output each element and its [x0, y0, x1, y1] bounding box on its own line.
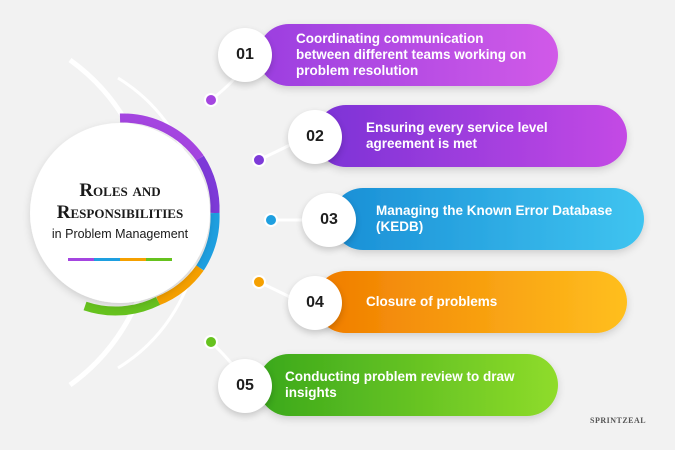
center-title-line1: Roles and: [79, 180, 161, 201]
dot-05: [204, 335, 218, 349]
center-label: Roles and Responsibilities in Problem Ma…: [40, 180, 200, 241]
pill-05: [258, 354, 558, 416]
center-ring: [83, 113, 220, 316]
item-text-05: Conducting problem review to draw insigh…: [285, 369, 515, 400]
number-badge-04: 04: [288, 276, 342, 330]
dot-01: [204, 93, 218, 107]
number-badge-01: 01: [218, 28, 272, 82]
brand-logo: SPRINTZEAL: [590, 416, 647, 425]
number-badge-05: 05: [218, 359, 272, 413]
pill-01: [258, 24, 558, 86]
dot-04: [252, 275, 266, 289]
item-text-04: Closure of problems: [366, 294, 498, 309]
connector-lines: [209, 71, 305, 376]
dot-03: [264, 213, 278, 227]
pill-03: [332, 188, 644, 250]
pill-02: [315, 105, 627, 167]
number-badge-02: 02: [288, 110, 342, 164]
number-badge-03: 03: [302, 193, 356, 247]
center-subtitle: in Problem Management: [51, 227, 189, 241]
item-text-03: Managing the Known Error Database (KEDB): [376, 203, 613, 234]
color-rule: [68, 258, 172, 261]
pill-04: [315, 271, 627, 333]
center-title-line2: Responsibilities: [56, 202, 184, 223]
item-text-02: Ensuring every service level agreement i…: [366, 120, 548, 151]
item-text-01: Coordinating communication between diffe…: [296, 31, 527, 78]
dot-02: [252, 153, 266, 167]
